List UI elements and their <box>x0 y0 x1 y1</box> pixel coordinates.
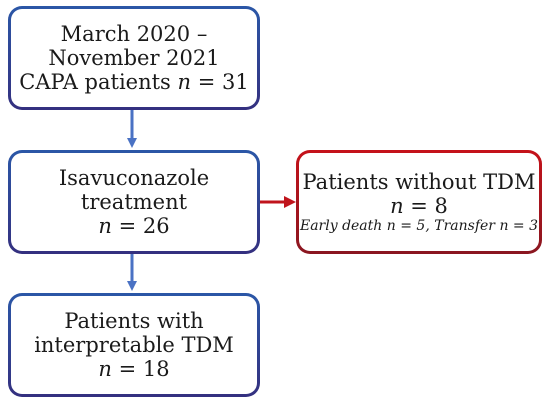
box3-line1: Patients without TDM <box>302 169 536 194</box>
box4-line1: Patients with <box>64 308 204 333</box>
box-capa-patients: March 2020 – November 2021 CAPA patients… <box>8 6 260 110</box>
box2-line3: n = 26 <box>98 214 170 239</box>
box-patients-without-tdm: Patients without TDM n = 8 Early death n… <box>296 150 542 254</box>
box3-line2: n = 8 <box>390 193 448 218</box>
box1-line2: November 2021 <box>48 45 220 70</box>
box4-line2: interpretable TDM <box>34 332 234 357</box>
box1-line3: CAPA patients n = 31 <box>19 70 249 95</box>
box2-line1: Isavuconazole <box>58 165 210 190</box>
box-patients-interpretable-tdm: Patients with interpretable TDM n = 18 <box>8 293 260 397</box>
box3-line3: Early death n = 5, Transfer n = 3 <box>299 218 539 235</box>
box1-line1: March 2020 – <box>60 21 208 46</box>
box-isavuconazole-treatment: Isavuconazole treatment n = 26 <box>8 150 260 254</box>
box2-line2: treatment <box>80 189 188 214</box>
box4-line3: n = 18 <box>98 357 170 382</box>
